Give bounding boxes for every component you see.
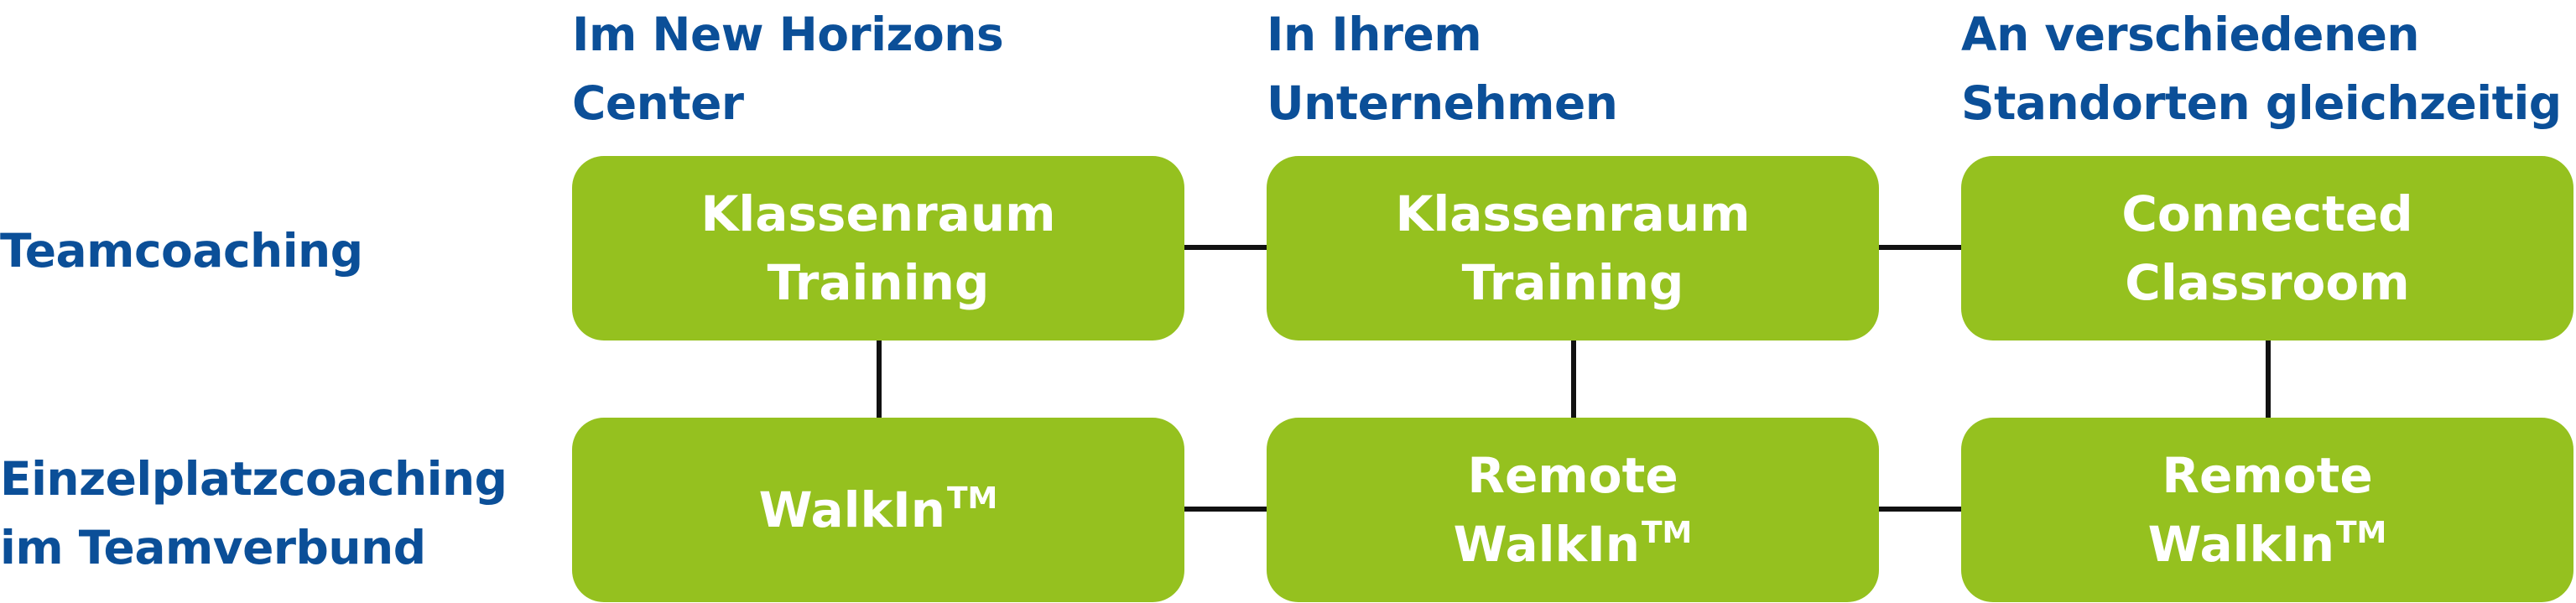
column-header-verschiedene-standorte: An verschiedenen Standorten gleichzeitig bbox=[1961, 8, 2562, 130]
box-label: Remote WalkIn bbox=[1453, 447, 1678, 573]
box-label: Klassenraum Training bbox=[1395, 185, 1751, 311]
box-remote-walkin-standorte: Remote WalkInTM bbox=[1961, 418, 2573, 602]
box-klassenraum-training-unternehmen: Klassenraum Training bbox=[1267, 156, 1879, 340]
trademark-mark: TM bbox=[1641, 516, 1693, 550]
column-header-new-horizons-center: Im New Horizons Center bbox=[572, 8, 1004, 130]
box-walkin: WalkInTM bbox=[572, 418, 1184, 602]
connector-r0-c0-c1 bbox=[1184, 245, 1268, 250]
box-label: WalkIn bbox=[758, 481, 945, 538]
box-label: Connected Classroom bbox=[2121, 185, 2413, 311]
connector-c2-r0-r1 bbox=[2266, 339, 2271, 419]
box-remote-walkin-unternehmen: Remote WalkInTM bbox=[1267, 418, 1879, 602]
connector-c1-r0-r1 bbox=[1571, 339, 1576, 419]
row-label-einzelplatzcoaching: Einzelplatzcoaching im Teamverbund bbox=[0, 452, 507, 574]
connector-r1-c1-c2 bbox=[1879, 507, 1963, 512]
column-header-in-ihrem-unternehmen: In Ihrem Unternehmen bbox=[1267, 8, 1618, 130]
trademark-mark: TM bbox=[2335, 516, 2387, 550]
connector-r0-c1-c2 bbox=[1879, 245, 1963, 250]
row-label-teamcoaching: Teamcoaching bbox=[0, 224, 363, 278]
connector-r1-c0-c1 bbox=[1184, 507, 1268, 512]
box-connected-classroom: Connected Classroom bbox=[1961, 156, 2573, 340]
box-label-wrap: Remote WalkInTM bbox=[2148, 441, 2387, 579]
box-label-wrap: Remote WalkInTM bbox=[1454, 441, 1693, 579]
box-label: Remote WalkIn bbox=[2147, 447, 2373, 573]
box-label: Klassenraum Training bbox=[700, 185, 1056, 311]
box-klassenraum-training-center: Klassenraum Training bbox=[572, 156, 1184, 340]
box-label-wrap: WalkInTM bbox=[759, 476, 998, 544]
connector-c0-r0-r1 bbox=[877, 339, 882, 419]
trademark-mark: TM bbox=[946, 481, 998, 516]
